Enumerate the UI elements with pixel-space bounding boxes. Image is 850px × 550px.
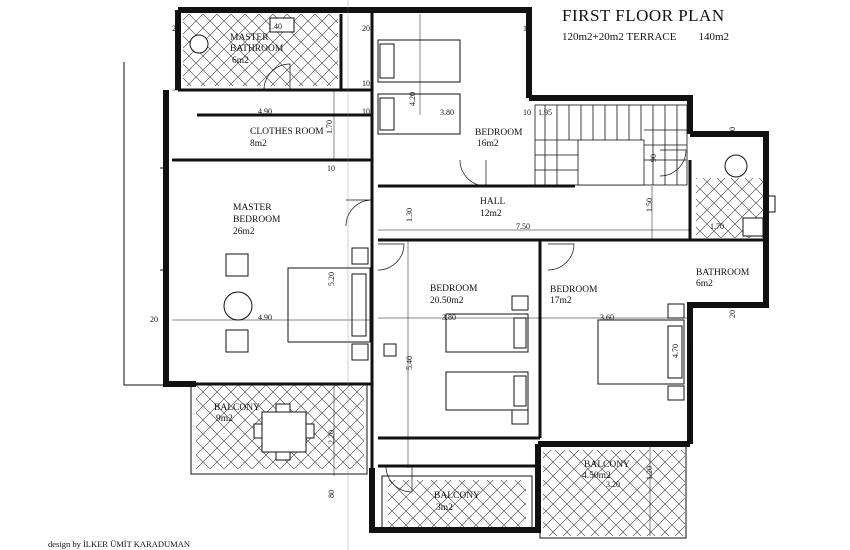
hall-area: 12m2 [480,209,502,219]
bedroom-right-name: BEDROOM [550,285,598,295]
tiled-areas [183,14,764,536]
dim-3-60: 3.60 [600,313,614,322]
dim-20-left: 20 [150,315,158,324]
hall-name: HALL [480,197,506,207]
balcony-left-area: 9m2 [216,414,233,424]
dim-10-a: 10 [523,24,531,33]
dim-20-top-left: 20 [172,24,180,33]
master-bathroom-area: 6m2 [232,56,249,66]
dimension-lines [172,0,691,550]
designer-credit: design by İLKER ÜMİT KARADUMAN [48,539,190,549]
dim-20-right-2: 20 [728,310,737,318]
dim-10-e: 10 [523,108,531,117]
bathroom-area: 6m2 [696,279,713,289]
staircase [534,104,688,186]
dim-4-20: 4.20 [408,92,417,106]
master-bedroom-area: 26m2 [233,227,255,237]
dim-80: 80 [327,490,336,498]
dim-1-70: 1.70 [325,120,334,134]
master-bedroom-name-1: MASTER [233,203,272,213]
dim-1-50: 1.50 [645,198,654,212]
dim-5-20: 5.20 [327,272,336,286]
dim-20-right-1: 20 [728,127,737,135]
dim-4-90-top: 4.90 [258,107,272,116]
plan-area: 120m2+20m2 TERRACE [562,31,677,43]
door-swings [263,63,687,493]
room-labels: MASTER BATHROOM 6m2 CLOTHES ROOM 8m2 MAS… [214,33,750,513]
dim-1-40: 1.40 [268,22,282,31]
bathroom-name: BATHROOM [696,268,750,278]
dim-3-80b: 3.80 [442,313,456,322]
dim-10-c: 10 [362,107,370,116]
balcony-right-name: BALCONY [584,460,630,470]
dim-10-b: 10 [362,79,370,88]
fixtures [189,17,764,461]
master-bed [223,247,371,361]
dim-20-top: 20 [362,24,370,33]
dim-3-20: 3.20 [606,480,620,489]
clothes-room-name: CLOTHES ROOM [250,127,324,137]
beds-top-room [377,39,461,135]
dim-4-70: 4.70 [671,344,680,358]
plan-total-area: 140m2 [698,31,730,43]
dim-7-50: 7.50 [516,222,530,231]
dim-1-95: 1.95 [538,108,552,117]
dimension-labels: 20 20 1.40 4.90 1.70 10 10 10 10 10 4.20… [150,22,737,498]
dim-1-20: 1.20 [645,466,654,480]
bedroom-top-area: 16m2 [477,139,499,149]
bed-right-room [597,303,685,401]
balcony-right-area: 4.50m2 [582,471,611,481]
dim-10-d: 10 [327,164,335,173]
balcony-left-name: BALCONY [214,403,260,413]
bedroom-top-name: BEDROOM [475,128,523,138]
master-bathroom-name-1: MASTER [230,33,269,43]
dim-90: 90 [649,154,658,162]
plan-title: FIRST FLOOR PLAN [562,6,725,25]
beds-mid-room [445,295,529,425]
dim-4-90-mid: 4.90 [258,313,272,322]
dim-1-70b: 1.70 [710,222,724,231]
bedroom-right-area: 17m2 [550,296,572,306]
clothes-room-area: 8m2 [250,139,267,149]
dim-5-40: 5.40 [405,356,414,370]
dim-1-30: 1.30 [405,208,414,222]
dim-2-20: 2.20 [327,430,336,444]
balcony-bottom-name: BALCONY [434,491,480,501]
plan-subtitle: 120m2+20m2 TERRACE 140m2 [562,31,729,43]
balcony-bottom-area: 3m2 [436,503,453,513]
master-bathroom-name-2: BATHROOM [230,44,284,54]
dim-3-80: 3.80 [440,108,454,117]
bedroom-mid-area: 20.50m2 [430,296,464,306]
bedroom-mid-name: BEDROOM [430,284,478,294]
master-bedroom-name-2: BEDROOM [233,215,281,225]
balcony-outlines [123,62,776,539]
